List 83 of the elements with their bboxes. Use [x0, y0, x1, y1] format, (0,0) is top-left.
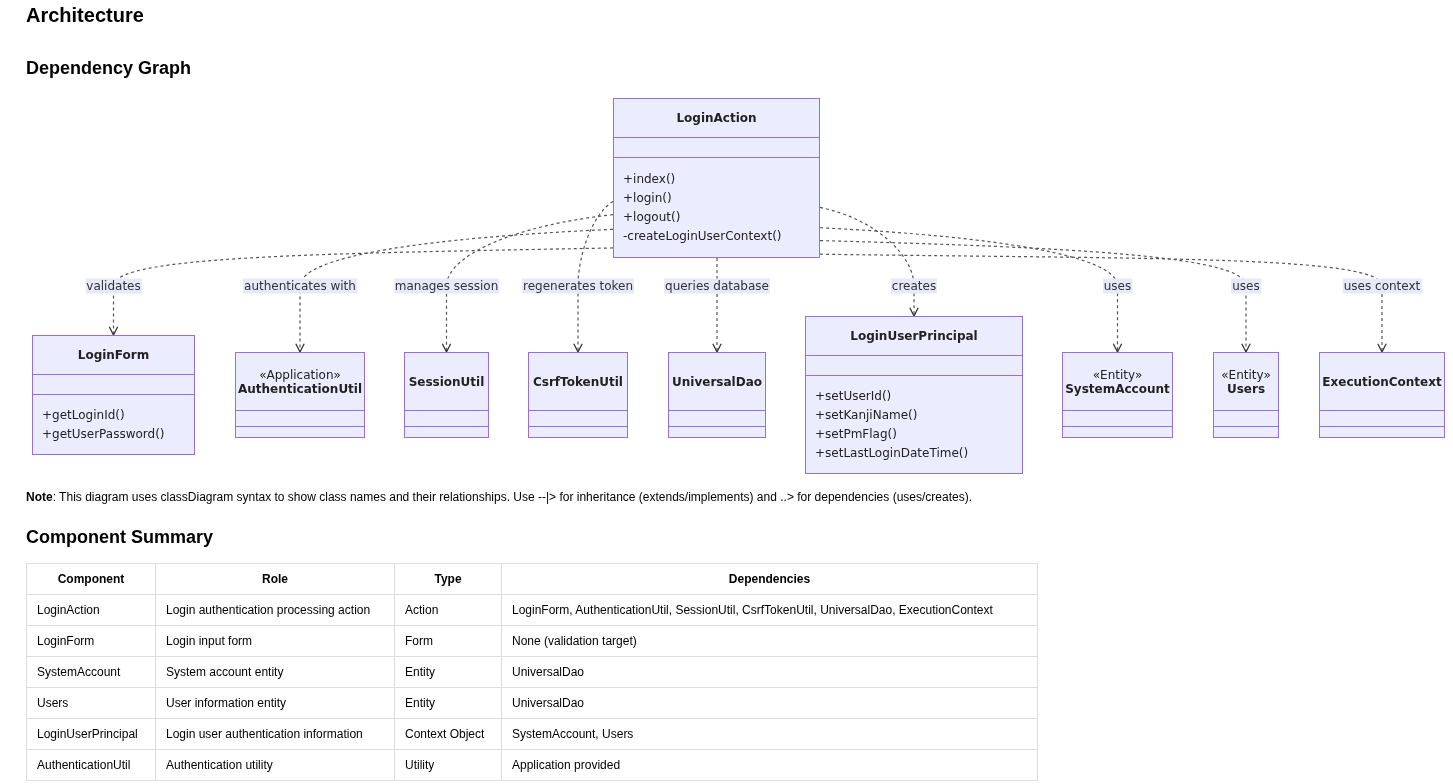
- table-cell: Application provided: [501, 749, 1038, 781]
- table-header-cell: Component: [26, 563, 156, 595]
- edge-label: regenerates token: [522, 278, 634, 294]
- class-box: [668, 352, 766, 438]
- dependency-arrow: [573, 200, 614, 353]
- class-box: [805, 316, 1023, 474]
- class-name: SystemAccount: [1065, 381, 1170, 396]
- table-cell: System account entity: [155, 656, 395, 688]
- stereotype-label: «Entity»: [1221, 367, 1271, 382]
- table-cell: Authentication utility: [155, 749, 395, 781]
- table-cell: Context Object: [394, 718, 502, 750]
- table-header-cell: Role: [155, 563, 395, 595]
- class-name: UniversalDao: [672, 374, 762, 389]
- dependency-arrow: [108, 247, 614, 336]
- table-cell: User information entity: [155, 687, 395, 719]
- table-cell: SystemAccount: [26, 656, 156, 688]
- edge-label: uses: [1231, 278, 1261, 294]
- method-name: +logout(): [623, 208, 682, 226]
- table-cell: Login user authentication information: [155, 718, 395, 750]
- table-header-cell: Dependencies: [501, 563, 1038, 595]
- class-box: [1062, 352, 1173, 438]
- method-name: +getUserPassword(): [42, 425, 166, 443]
- edge-label: creates: [890, 278, 938, 294]
- table-cell: LoginForm: [26, 625, 156, 657]
- class-name: Users: [1226, 381, 1266, 396]
- table-cell: Login input form: [155, 625, 395, 657]
- section-heading: Dependency Graph: [26, 58, 192, 79]
- class-box: [235, 352, 365, 438]
- section-heading: Component Summary: [26, 527, 214, 548]
- dependency-arrow: [295, 228, 614, 353]
- dependency-arrow: [819, 206, 919, 317]
- table-cell: SystemAccount, Users: [501, 718, 1038, 750]
- edge-label: manages session: [393, 278, 500, 294]
- edge-label: queries database: [664, 278, 770, 294]
- class-box: [404, 352, 489, 438]
- dependency-arrow: [819, 253, 1387, 353]
- table-cell: LoginForm, AuthenticationUtil, SessionUtil, CsrfTokenUtil, UniversalDao, ExecutionContext: [501, 594, 1038, 626]
- table-header-cell: Type: [394, 563, 502, 595]
- table-cell: Form: [394, 625, 502, 657]
- class-box: [1319, 352, 1445, 438]
- method-name: +setKanjiName(): [815, 406, 919, 424]
- stereotype-label: «Entity»: [1092, 367, 1143, 382]
- table-cell: Login authentication processing action: [155, 594, 395, 626]
- dependency-arrow: [819, 227, 1123, 353]
- dependency-arrow: [819, 240, 1251, 353]
- method-name: +setPmFlag(): [815, 425, 898, 443]
- note-text: Note: This diagram uses classDiagram syntax to show class names and their relationships. Use --|> for inheritance (extends/implements) and ..> for dependencies (uses/creates).: [26, 490, 972, 504]
- table-cell: None (validation target): [501, 625, 1038, 657]
- method-name: +getLoginId(): [42, 406, 126, 424]
- table-cell: UniversalDao: [501, 687, 1038, 719]
- table-cell: UniversalDao: [501, 656, 1038, 688]
- page-title: Architecture: [26, 4, 144, 27]
- class-name: CsrfTokenUtil: [533, 374, 623, 389]
- class-box: [32, 335, 195, 455]
- table-cell: Users: [26, 687, 156, 719]
- method-name: +setLastLoginDateTime(): [815, 444, 970, 462]
- table-cell: Utility: [394, 749, 502, 781]
- class-name: ExecutionContext: [1322, 374, 1442, 389]
- class-name: LoginUserPrincipal: [850, 329, 978, 343]
- class-box: [1213, 352, 1279, 438]
- class-name: AuthenticationUtil: [237, 381, 363, 396]
- table-cell: LoginUserPrincipal: [26, 718, 156, 750]
- table-cell: Entity: [394, 656, 502, 688]
- class-name: LoginForm: [77, 348, 150, 362]
- table-cell: Action: [394, 594, 502, 626]
- class-name: SessionUtil: [408, 374, 485, 389]
- table-cell: Entity: [394, 687, 502, 719]
- method-name: +index(): [623, 170, 677, 188]
- table-cell: LoginAction: [26, 594, 156, 626]
- method-name: +setUserId(): [815, 387, 893, 405]
- edge-label: uses: [1102, 278, 1133, 294]
- edge-label: uses context: [1342, 278, 1422, 294]
- method-name: -createLoginUserContext(): [623, 227, 783, 245]
- dependency-arrow: [441, 214, 614, 353]
- table-cell: AuthenticationUtil: [26, 749, 156, 781]
- edge-label: authenticates with: [243, 278, 357, 294]
- stereotype-label: «Application»: [259, 367, 341, 382]
- class-box: [613, 98, 820, 258]
- class-name: LoginAction: [676, 111, 757, 125]
- class-box: [528, 352, 628, 438]
- method-name: +login(): [623, 189, 673, 207]
- dependency-arrow: [712, 257, 722, 353]
- edge-label: validates: [85, 278, 142, 294]
